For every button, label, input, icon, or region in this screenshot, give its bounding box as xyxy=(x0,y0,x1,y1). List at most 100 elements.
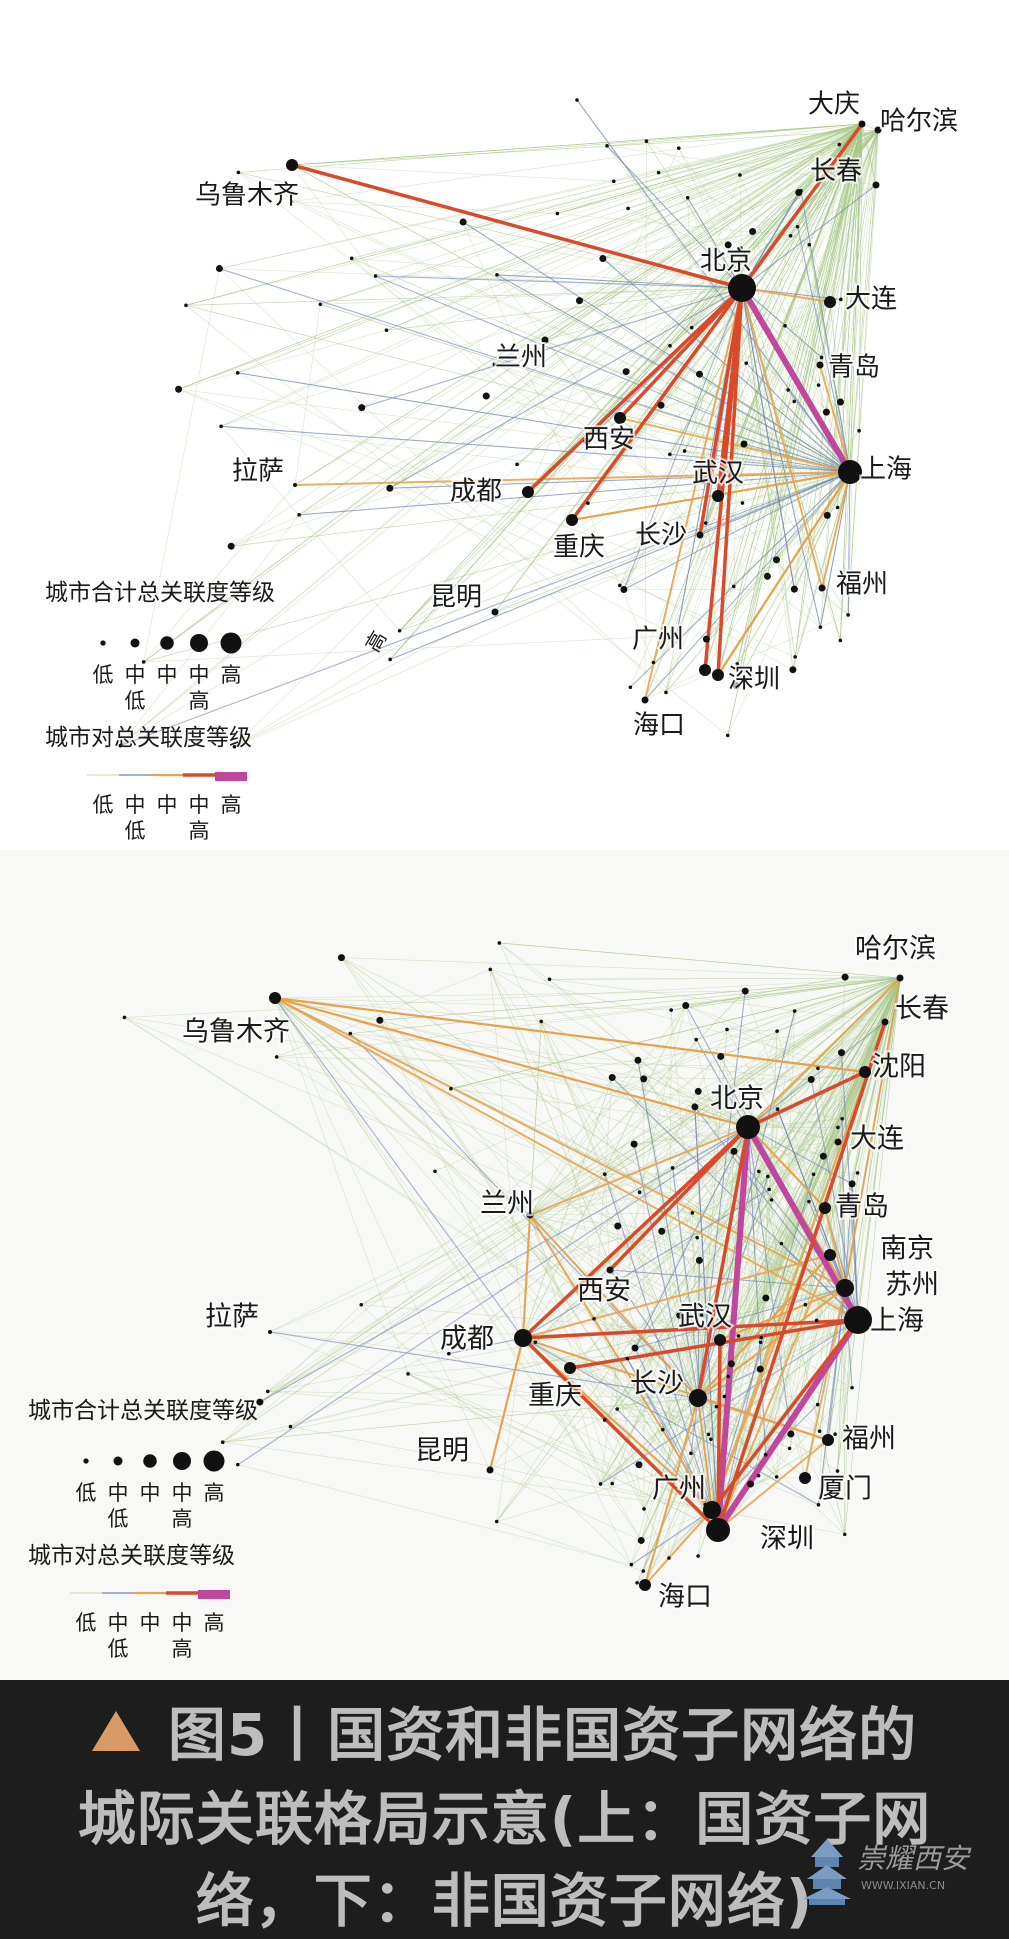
triangle-icon xyxy=(91,1711,140,1751)
edge-medium xyxy=(522,1214,531,1339)
edge-low xyxy=(861,123,877,186)
city-label: 哈尔滨 xyxy=(855,934,936,965)
edge-low xyxy=(178,129,879,390)
legend-pair-level: 中 xyxy=(125,793,146,817)
edge-low xyxy=(237,372,794,670)
legend-pair-swatch xyxy=(119,774,151,776)
edge-low xyxy=(557,123,863,214)
edge-low xyxy=(639,977,901,1193)
label-layer: 大庆哈尔滨长春乌鲁木齐北京大连青岛兰州西安拉萨成都武汉上海重庆长沙福州昆明广州深… xyxy=(193,88,960,743)
edge-low xyxy=(557,129,879,214)
edge-low xyxy=(701,977,901,1316)
edge-low xyxy=(793,123,863,402)
edge-low xyxy=(496,274,735,587)
edge-low xyxy=(750,977,901,1485)
edge-low xyxy=(185,123,863,306)
legend-pair-level: 中 xyxy=(140,1611,161,1635)
edge-low xyxy=(669,345,851,473)
edge-medium-low xyxy=(827,1287,846,1441)
edge-low xyxy=(604,1406,717,1421)
legend: 城市合计总关联度等级低中低中中高高城市对总关联度等级低中低中中高高 xyxy=(45,580,275,843)
edge-low xyxy=(758,977,901,1172)
minor-city-node xyxy=(497,941,502,945)
edge-medium-low xyxy=(623,471,851,590)
edge-low xyxy=(820,123,863,628)
minor-city-node xyxy=(694,1037,698,1042)
edge-low xyxy=(821,123,863,358)
minor-city-node xyxy=(756,1473,761,1478)
edge-low xyxy=(685,977,901,1006)
minor-city-node xyxy=(349,256,354,261)
edge-low xyxy=(827,977,901,1441)
edge-low xyxy=(450,977,901,1090)
minor-city-node xyxy=(756,1365,764,1373)
edge-low xyxy=(222,1304,362,1443)
edge-low xyxy=(522,1106,696,1339)
legend-pair-level: 高 xyxy=(221,793,242,817)
state-owned-network-svg: 大庆哈尔滨长春乌鲁木齐北京大连青岛兰州西安拉萨成都武汉上海重庆长沙福州昆明广州深… xyxy=(45,88,960,844)
minor-city-node xyxy=(459,218,467,226)
city-node xyxy=(614,412,626,424)
city-label: 北京 xyxy=(710,1084,764,1115)
edge-medium-low xyxy=(634,1287,846,1349)
edge-low xyxy=(821,123,863,358)
edge-low xyxy=(857,977,901,1321)
edge-low xyxy=(701,977,901,1316)
edge-low xyxy=(529,1176,768,1216)
edge-low xyxy=(602,123,863,259)
watermark-url: WWW.IXIAN.CN xyxy=(861,1879,946,1892)
edge-low xyxy=(687,129,879,199)
edge-low xyxy=(496,1433,791,1522)
edge-medium-high xyxy=(716,1020,887,1532)
minor-city-node xyxy=(634,1056,642,1064)
edge-low xyxy=(389,123,863,660)
edge-low xyxy=(274,997,782,1244)
edge-low xyxy=(669,123,863,455)
edge-low xyxy=(178,123,863,390)
edge-low xyxy=(486,395,851,473)
minor-city-node xyxy=(766,1174,770,1179)
edge-low xyxy=(752,123,863,232)
edge-low xyxy=(494,123,863,365)
legend-size-dot xyxy=(100,640,106,646)
minor-city-node xyxy=(614,1222,622,1230)
edge-low xyxy=(544,123,863,341)
edge-low xyxy=(496,123,863,276)
edge-low xyxy=(720,1056,846,1289)
edge-low xyxy=(740,129,879,249)
edge-low xyxy=(350,977,901,1034)
edge-low xyxy=(638,977,901,1465)
edge-low xyxy=(643,1397,699,1510)
minor-city-node xyxy=(494,1519,499,1524)
minor-city-node xyxy=(795,225,800,229)
edge-low xyxy=(697,1056,722,1399)
edge-medium-low xyxy=(851,1183,859,1321)
edge-medium-low xyxy=(602,258,851,473)
minor-city-node xyxy=(676,146,681,150)
city-label: 拉萨 xyxy=(232,457,284,487)
edge-medium-low xyxy=(522,1188,770,1339)
edge-medium xyxy=(274,997,859,1321)
minor-city-node xyxy=(763,572,771,580)
edge-low xyxy=(701,977,901,1316)
edge-low xyxy=(837,1141,859,1321)
edge-low xyxy=(299,287,743,516)
minor-city-node xyxy=(706,1432,711,1437)
edge-low xyxy=(742,389,789,504)
minor-city-node xyxy=(695,1235,699,1240)
edge-low xyxy=(386,129,879,331)
edge-low xyxy=(817,1068,846,1289)
minor-city-node xyxy=(337,954,345,962)
edge-low xyxy=(643,977,901,1080)
edge-medium xyxy=(697,1397,713,1511)
edge-low xyxy=(294,123,863,486)
edge-low xyxy=(698,1071,866,1092)
minor-city-node xyxy=(586,501,590,506)
minor-city-node xyxy=(691,1103,699,1111)
edge-low xyxy=(238,123,863,173)
legend-pair-level: 高 xyxy=(172,1637,193,1661)
minor-city-node xyxy=(626,206,630,211)
edge-low xyxy=(290,1141,839,1427)
edge-low xyxy=(351,258,851,473)
minor-city-node xyxy=(726,1374,731,1379)
